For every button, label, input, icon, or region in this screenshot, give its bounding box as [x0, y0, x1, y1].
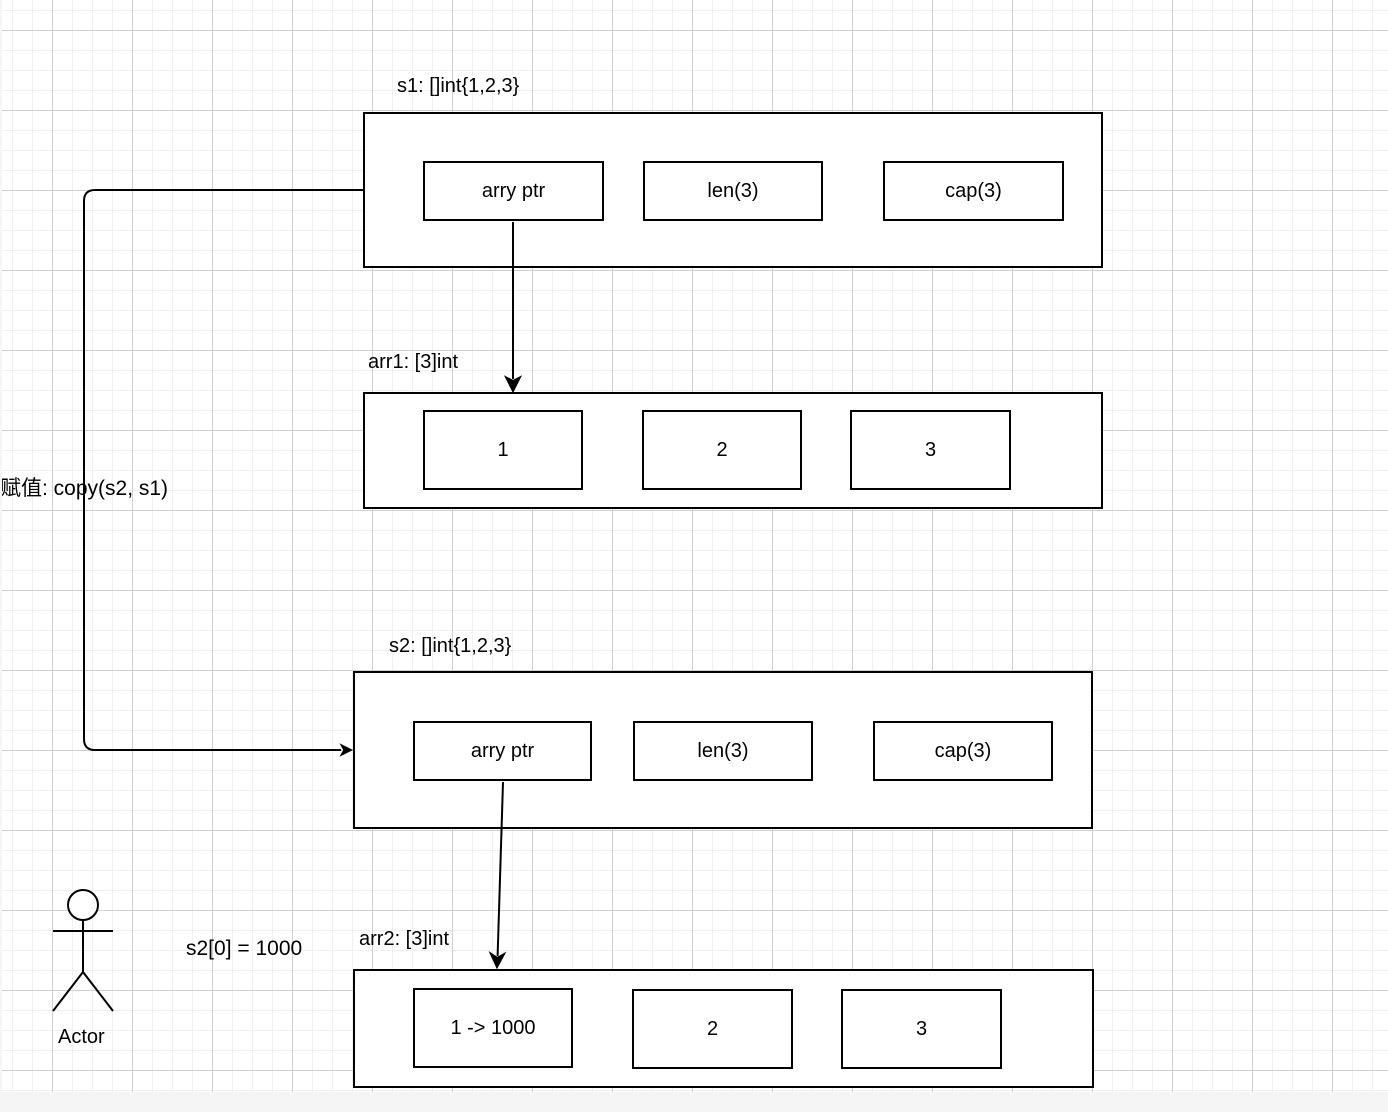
arr1-cell-2[interactable]: 3 — [850, 410, 1011, 490]
copy-edge-arrow-icon[interactable] — [83, 189, 363, 757]
arr2-cell-1[interactable]: 2 — [632, 989, 793, 1069]
s1-label[interactable]: s1: []int{1,2,3} — [397, 75, 520, 97]
canvas-bottom-edge — [0, 1092, 1388, 1112]
actor-figure-icon[interactable] — [52, 889, 114, 1012]
arr1-label[interactable]: arr1: [3]int — [368, 351, 459, 373]
arr1-cell-1[interactable]: 2 — [642, 410, 802, 490]
copy-statement-label[interactable]: 赋值: copy(s2, s1) — [0, 477, 169, 500]
arr2-label[interactable]: arr2: [3]int — [359, 928, 450, 950]
s2-label[interactable]: s2: []int{1,2,3} — [389, 635, 512, 657]
actor-label[interactable]: Actor — [58, 1026, 105, 1048]
s2-field-arry-ptr[interactable]: arry ptr — [413, 721, 592, 781]
arr2-cell-2[interactable]: 3 — [841, 989, 1002, 1069]
assign-statement-label[interactable]: s2[0] = 1000 — [186, 937, 303, 960]
s2-field-cap[interactable]: cap(3) — [873, 721, 1053, 781]
arr1-cell-0[interactable]: 1 — [423, 410, 583, 490]
canvas-left-edge — [0, 0, 2, 1092]
s1-field-len[interactable]: len(3) — [643, 161, 823, 221]
s2-field-len[interactable]: len(3) — [633, 721, 813, 781]
s1-field-arry-ptr[interactable]: arry ptr — [423, 161, 604, 221]
s1-field-cap[interactable]: cap(3) — [883, 161, 1064, 221]
arr2-cell-0[interactable]: 1 -> 1000 — [413, 988, 573, 1068]
